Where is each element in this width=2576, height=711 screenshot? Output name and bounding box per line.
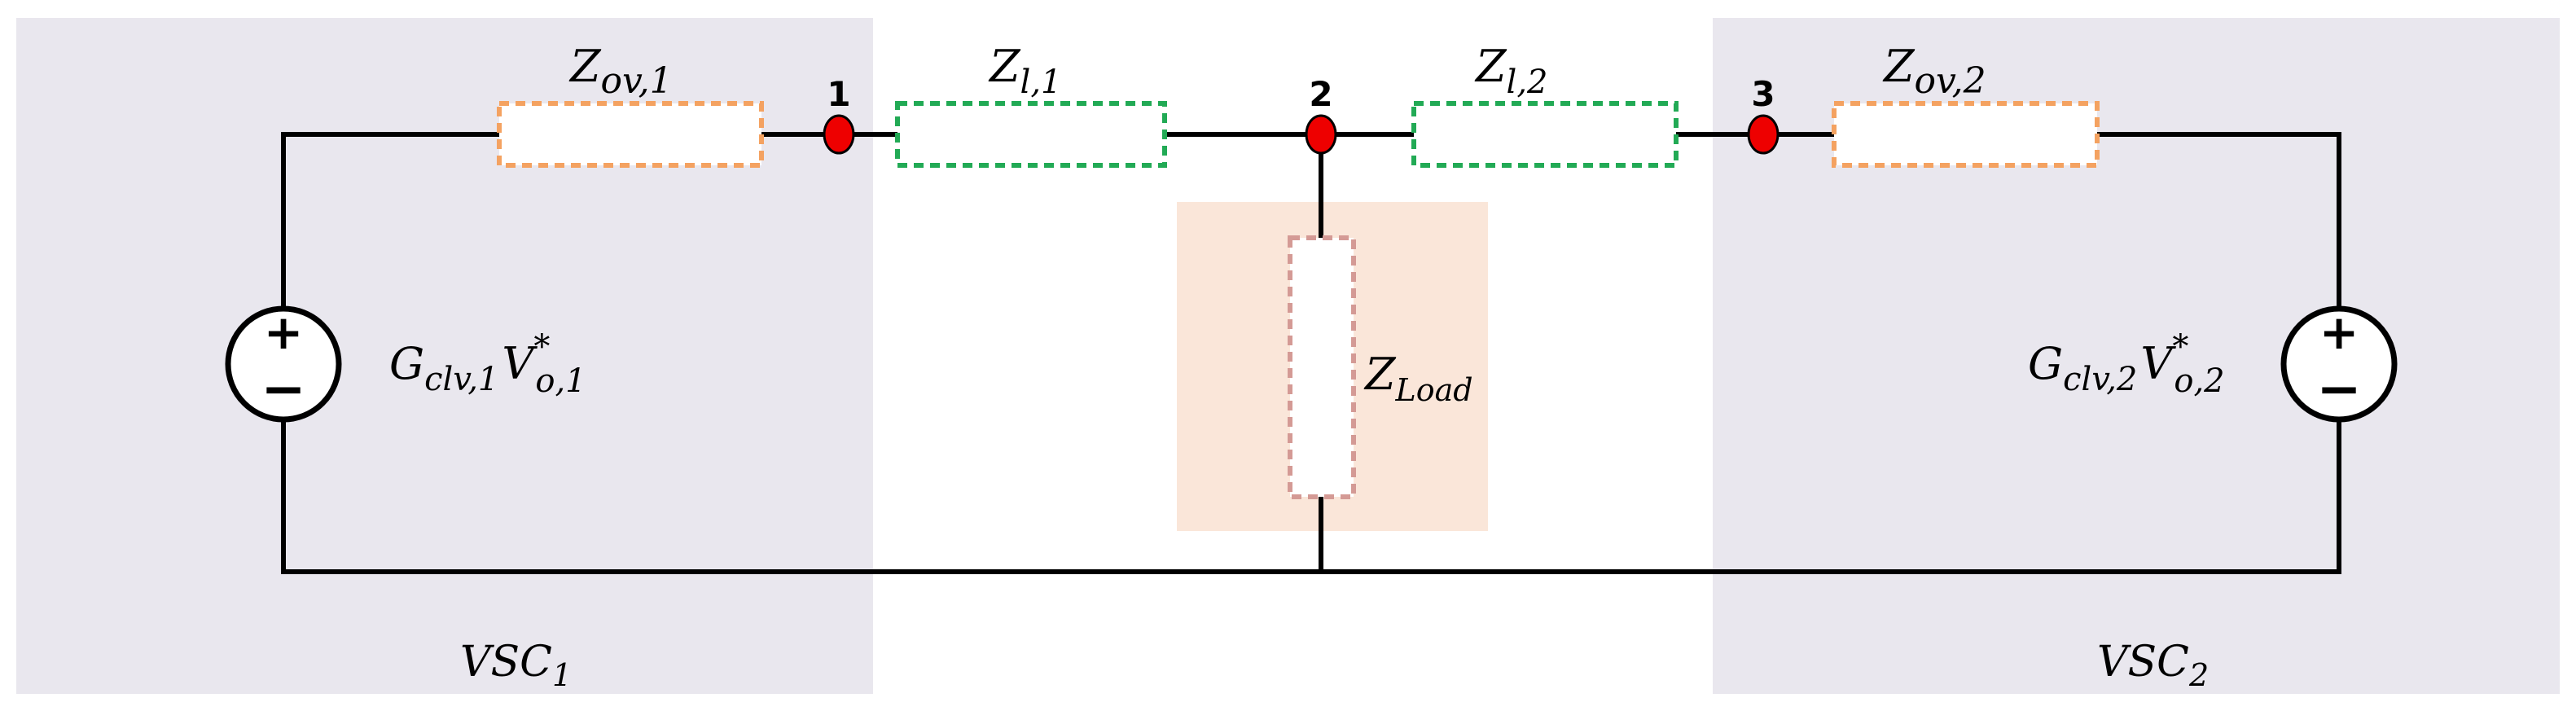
label-zl2: Zl,2 <box>1474 41 1548 101</box>
label-vsc1: VSC1 <box>460 638 572 693</box>
impedance-zl1 <box>895 101 1167 168</box>
source-right-plus: + <box>2319 305 2359 360</box>
impedance-zl2 <box>1411 101 1679 168</box>
label-vsc2: VSC2 <box>2097 638 2209 693</box>
source-right: + − <box>2280 305 2398 423</box>
node-2-label: 2 <box>1309 74 1332 114</box>
node-1-label: 1 <box>827 74 850 114</box>
nodes: 1 2 3 <box>823 74 1780 155</box>
label-zov1: Zov,1 <box>568 41 673 102</box>
node-2 <box>1305 114 1337 155</box>
source-left-plus: + <box>264 305 304 360</box>
source-right-minus: − <box>2316 358 2361 420</box>
label-source-right: Gclv,2V*o,2 <box>2028 328 2225 400</box>
label-zload: ZLoad <box>1363 349 1473 408</box>
impedance-zov1 <box>497 101 764 168</box>
node-3-label: 3 <box>1751 74 1775 114</box>
label-zov2: Zov,2 <box>1882 41 1986 102</box>
label-zl1: Zl,1 <box>988 41 1062 101</box>
source-left-circle <box>225 305 342 423</box>
source-left: + − <box>225 305 342 423</box>
source-left-minus: − <box>261 358 305 420</box>
impedance-zload <box>1288 235 1356 499</box>
node-1 <box>823 114 855 155</box>
impedance-zov2 <box>1832 101 2100 168</box>
label-source-left: Gclv,1V*o,1 <box>389 328 586 400</box>
node-3 <box>1747 114 1780 155</box>
source-right-circle <box>2280 305 2398 423</box>
